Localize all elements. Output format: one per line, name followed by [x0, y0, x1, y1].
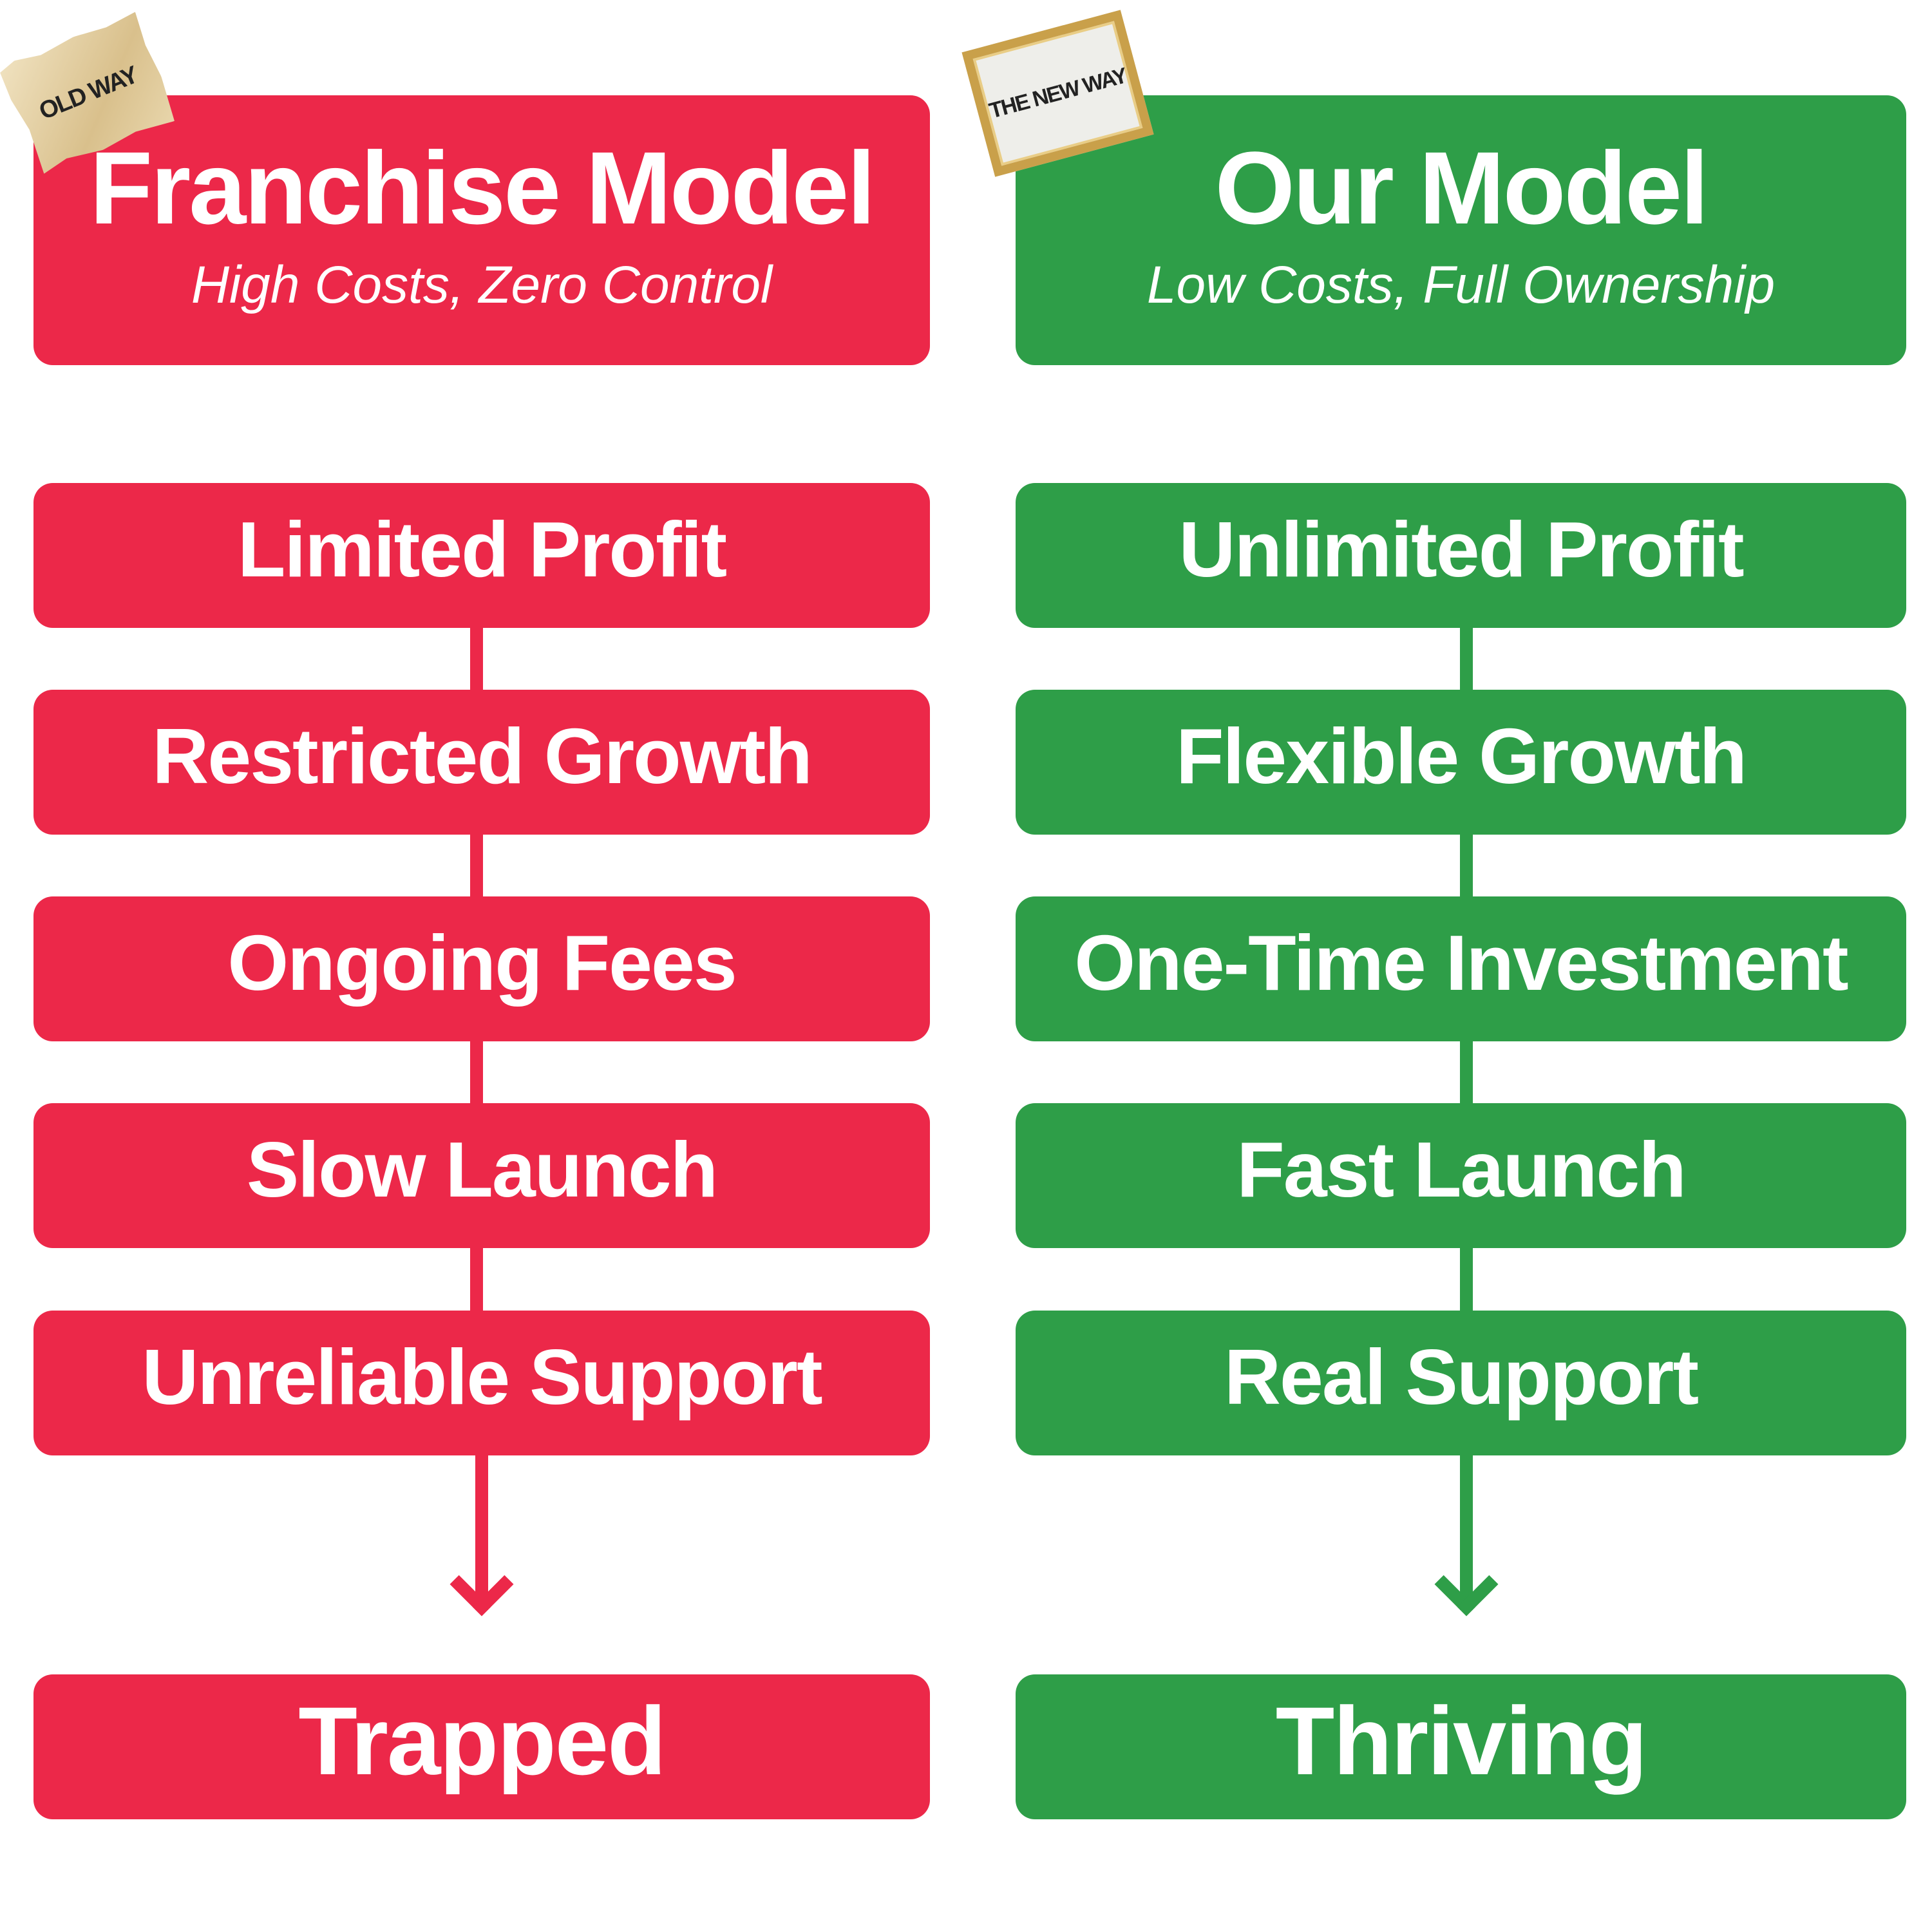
left-step: Restricted Growth: [33, 690, 930, 835]
left-arrow-head-icon: [450, 1552, 514, 1616]
outcome-label: Trapped: [298, 1686, 666, 1795]
left-arrow-line: [475, 1455, 488, 1610]
outcome-label: Thriving: [1275, 1686, 1648, 1795]
right-step: Flexible Growth: [1016, 690, 1906, 835]
right-step: One-Time Investment: [1016, 896, 1906, 1041]
right-step: Real Support: [1016, 1311, 1906, 1455]
step-label: Limited Profit: [237, 505, 727, 593]
left-outcome: Trapped: [33, 1674, 930, 1819]
right-arrow-head-icon: [1434, 1552, 1499, 1616]
right-outcome: Thriving: [1016, 1674, 1906, 1819]
step-label: Slow Launch: [246, 1125, 718, 1213]
our-model-title: Our Model: [1215, 129, 1709, 245]
right-arrow-line: [1460, 1455, 1473, 1610]
left-step: Ongoing Fees: [33, 896, 930, 1041]
our-model-subtitle: Low Costs, Full Ownership: [1146, 255, 1776, 314]
left-step: Unreliable Support: [33, 1311, 930, 1455]
franchise-model-header: Franchise Model High Costs, Zero Control: [33, 95, 930, 365]
franchise-model-subtitle: High Costs, Zero Control: [191, 255, 773, 314]
left-step: Slow Launch: [33, 1103, 930, 1248]
right-step: Fast Launch: [1016, 1103, 1906, 1248]
step-label: Unlimited Profit: [1179, 505, 1744, 593]
left-step: Limited Profit: [33, 483, 930, 628]
step-label: Restricted Growth: [152, 712, 812, 800]
right-step: Unlimited Profit: [1016, 483, 1906, 628]
step-label: Real Support: [1224, 1332, 1699, 1421]
step-label: One-Time Investment: [1074, 918, 1848, 1007]
step-label: Fast Launch: [1236, 1125, 1687, 1213]
our-model-header: Our Model Low Costs, Full Ownership: [1016, 95, 1906, 365]
franchise-model-title: Franchise Model: [90, 129, 875, 245]
step-label: Unreliable Support: [142, 1332, 822, 1421]
step-label: Flexible Growth: [1175, 712, 1747, 800]
step-label: Ongoing Fees: [227, 918, 737, 1007]
